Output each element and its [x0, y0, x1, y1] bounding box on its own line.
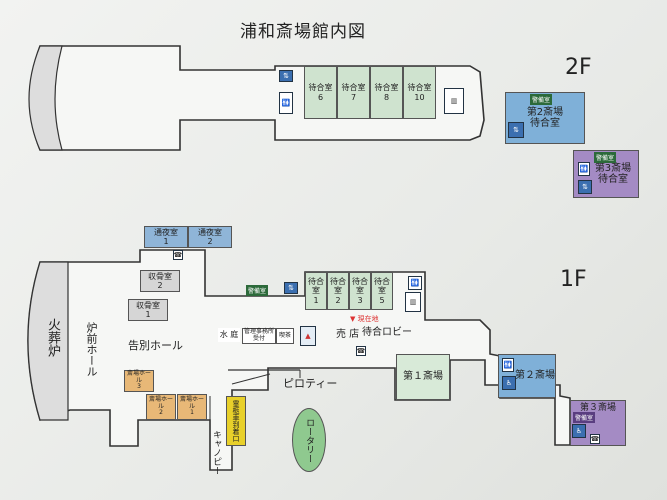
cafe-label: 喫茶: [278, 331, 291, 339]
cremation-furnace-label: 火葬炉: [45, 318, 60, 357]
rotary-label: ロータリー: [304, 417, 315, 463]
garden-label: 水 庭: [219, 330, 239, 340]
room-label: 待合室: [352, 277, 368, 296]
room-number: 6: [317, 92, 324, 102]
elevator-icon: ⇅: [284, 282, 298, 294]
furnace-hall-label: 炉前ホール: [85, 322, 98, 377]
waiting-lobby-label: 待合ロビー: [362, 327, 412, 338]
restroom-icon: 🚻: [502, 358, 514, 372]
room-label: 待合室: [308, 277, 324, 296]
room-number: 2: [159, 409, 163, 417]
room-number: 7: [350, 92, 357, 102]
hearse-entrance: 霊柩車到着口: [226, 396, 246, 446]
elevator-icon: ⇅: [578, 180, 592, 194]
room-label: 通夜室: [198, 227, 222, 237]
room-number: 3: [357, 295, 363, 305]
shop-label: 売 店: [336, 329, 360, 340]
floor-label-2f: 2F: [565, 55, 592, 80]
rotary: ロータリー: [292, 408, 326, 472]
canopy-label: キャノピー: [211, 430, 221, 475]
room-number: 1: [145, 310, 151, 319]
hall1-label: 第１斎場: [403, 371, 443, 383]
map-title: 浦和斎場館内図: [240, 22, 366, 42]
accessible-icon: ♿: [502, 376, 516, 390]
room-number: 1: [313, 295, 319, 305]
room-label: 待合室: [407, 83, 432, 93]
hall2-label: 第２斎場: [515, 370, 555, 382]
hall3-tag-1f: 警備室: [573, 412, 596, 423]
management-office: 管理事務所 受付: [242, 328, 276, 344]
room-label: 待合室: [308, 83, 333, 93]
room-label: 通夜室: [154, 227, 178, 237]
phone-icon: ☎: [173, 250, 183, 260]
hearse-entrance-label: 霊柩車到着口: [232, 400, 241, 442]
elevator-icon: ⇅: [508, 122, 524, 138]
accessible-icon: ♿: [572, 424, 586, 438]
drum-1f: [27, 261, 69, 421]
office-label: 管理事務所 受付: [243, 328, 274, 342]
farewell-hall-label: 告別ホール: [128, 339, 183, 352]
room-number: 5: [379, 295, 385, 305]
stairs-icon: ▥: [444, 88, 464, 114]
room-label: 斎場ホール: [126, 369, 151, 384]
hall2-tag: 警備室: [530, 94, 553, 105]
hall2-waiting-label: 第2斎場 待合室: [526, 106, 564, 130]
room-label: 斎場ホール: [148, 395, 173, 410]
room-number: 2: [335, 295, 341, 305]
room-label: 収骨室: [148, 271, 172, 281]
restroom-icon: 🚻: [408, 276, 422, 290]
garden: 水 庭: [218, 328, 240, 342]
room-label: 待合室: [330, 277, 346, 296]
room-number: 1: [190, 409, 194, 417]
elevator-icon: ⇅: [279, 70, 293, 82]
room-label: 斎場ホール: [179, 395, 204, 410]
room-label: 収骨室: [136, 300, 160, 310]
room-number: 2: [157, 281, 163, 290]
hall-1: 第１斎場: [396, 354, 450, 400]
hall3-label: 第３斎場: [579, 403, 616, 413]
room-number: 10: [414, 92, 425, 102]
current-location-marker: ▼ 現在地: [350, 315, 379, 323]
room-label: 待合室: [374, 83, 399, 93]
cafe: 喫茶: [276, 328, 294, 344]
pilotis-label: ピロティー: [283, 377, 338, 390]
drum-2f: [28, 45, 63, 151]
room-number: 3: [137, 383, 141, 391]
phone-icon: ☎: [590, 434, 600, 444]
hall3-waiting-label: 第3斎場 待合室: [594, 162, 632, 186]
waiting-room-tag: 警備室: [246, 285, 269, 296]
shop-icon: ▲: [300, 326, 316, 346]
restroom-icon: 🚻: [279, 92, 293, 114]
room-number: 1: [163, 237, 169, 246]
restroom-icon: 🚻: [578, 162, 590, 176]
floor-label-1f: 1F: [560, 267, 587, 292]
room-label: 待合室: [374, 277, 390, 296]
room-number: 2: [207, 237, 213, 246]
stairs-icon: ▥: [405, 292, 421, 312]
room-number: 8: [383, 92, 390, 102]
phone-icon: ☎: [356, 346, 366, 356]
hall3-tag: 警備室: [594, 152, 617, 163]
room-label: 待合室: [341, 83, 366, 93]
